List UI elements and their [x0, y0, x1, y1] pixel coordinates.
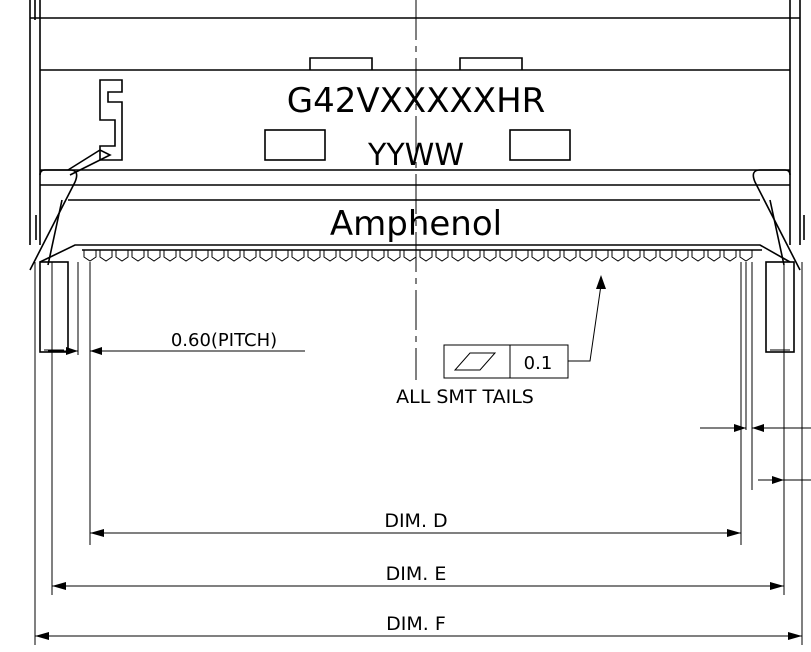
side-dimension-arrows — [700, 424, 811, 484]
pitch-label: 0.60(PITCH) — [171, 330, 277, 351]
dim-d-line — [90, 529, 741, 537]
dim-d-label: DIM. D — [384, 510, 447, 532]
flatness-tolerance: 0.1 — [524, 353, 553, 374]
marking-box-left — [264, 129, 326, 161]
contact-teeth — [83, 250, 753, 262]
pitch-dimension — [48, 347, 305, 355]
extension-lines — [34, 262, 803, 645]
dim-e-label: DIM. E — [386, 563, 447, 585]
part-number: G42VXXXXXHR — [287, 81, 546, 121]
dim-e-line — [52, 582, 784, 590]
solder-tab-left — [39, 261, 69, 353]
solder-tab-right — [765, 261, 795, 353]
date-code: YYWW — [367, 138, 464, 173]
dim-f-line — [35, 632, 802, 640]
marking-box-right — [509, 129, 571, 161]
connector-housing — [29, 0, 805, 353]
flatness-note: ALL SMT TAILS — [396, 386, 534, 408]
dim-f-label: DIM. F — [386, 613, 446, 635]
flatness-callout — [443, 275, 606, 379]
flatness-symbol — [453, 352, 497, 371]
brand-name: Amphenol — [330, 204, 502, 244]
